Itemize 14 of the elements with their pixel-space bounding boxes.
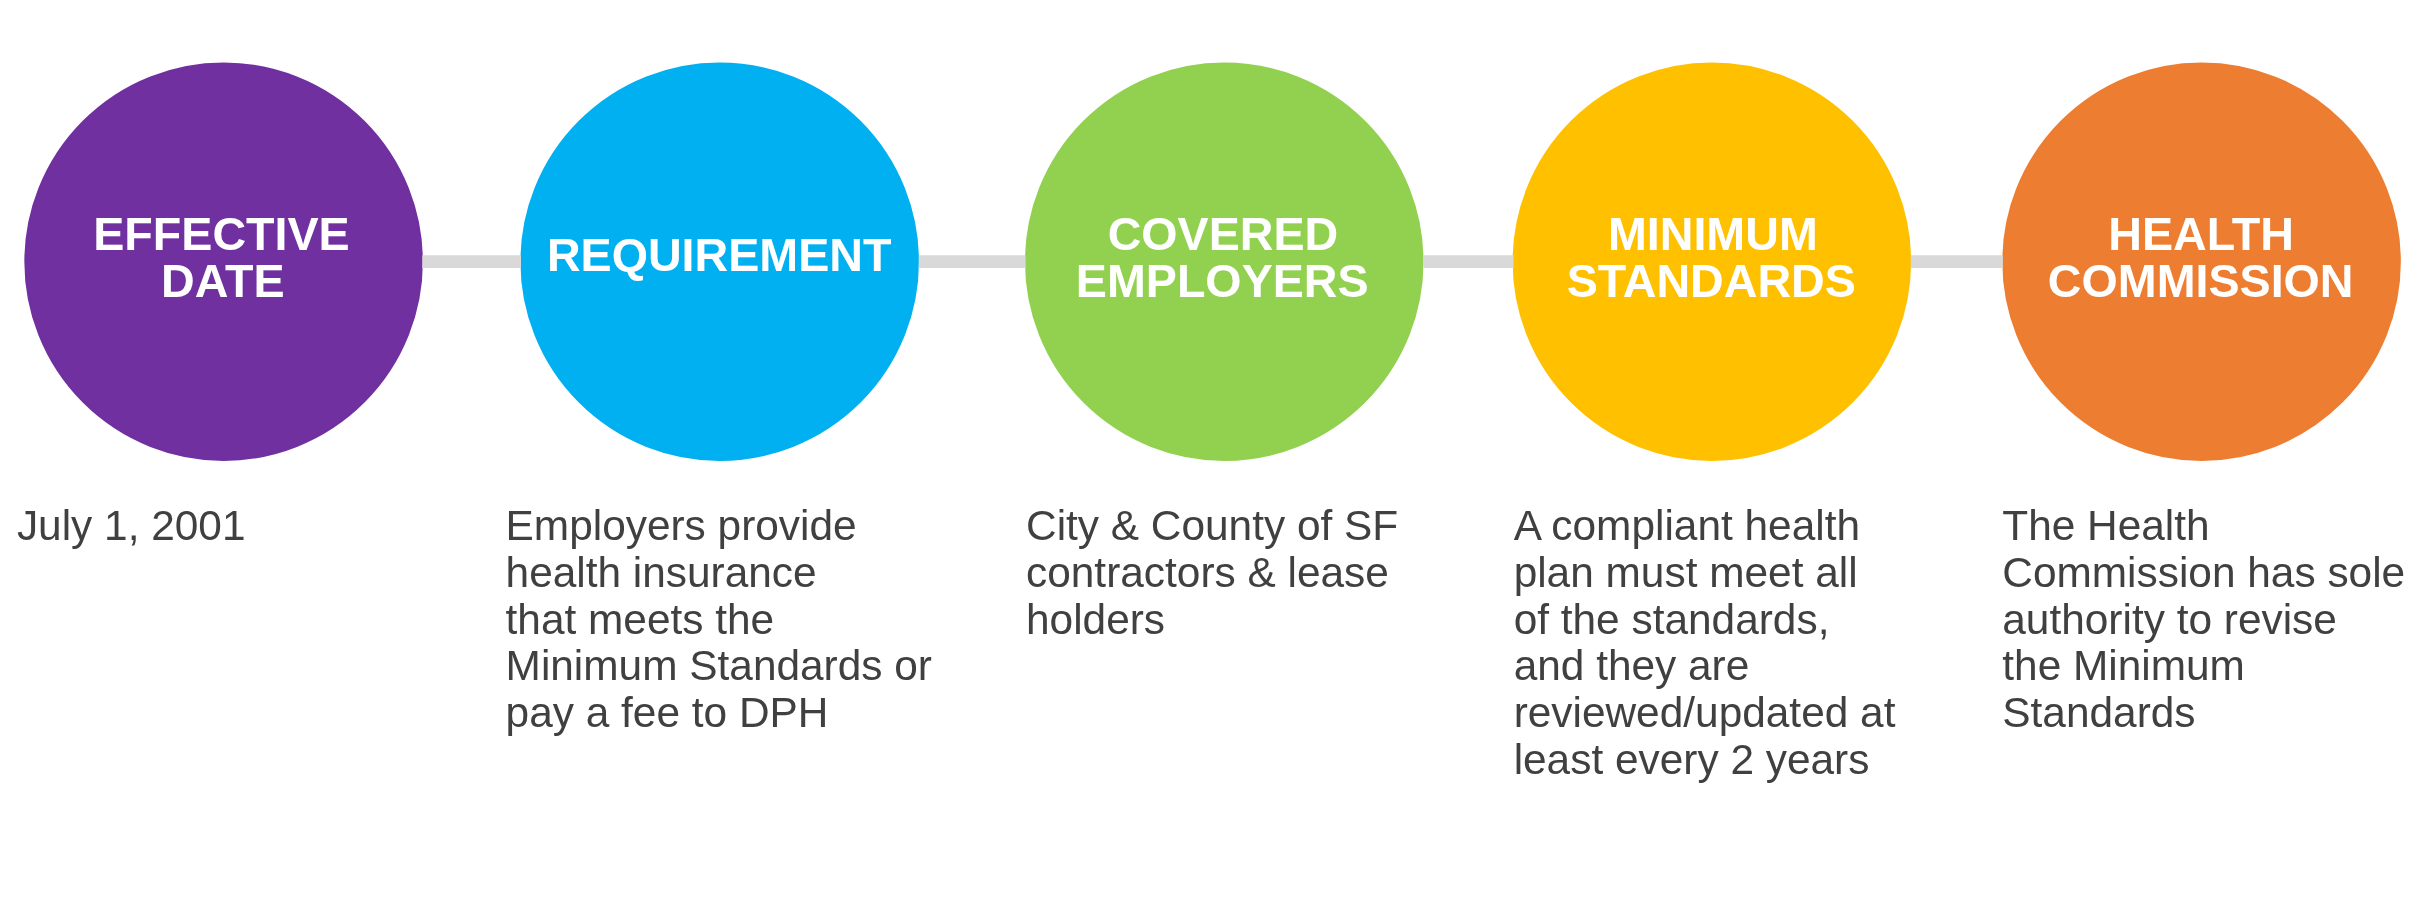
node-label: The Health Commission has sole authority to revise the Minimum Standards bbox=[2002, 501, 2406, 736]
node-label: City & County of SF contractors & lease holders bbox=[1026, 501, 1399, 643]
node-label: A compliant health plan must meet all of the standards, and they are reviewed/updated at least every 2 years bbox=[1513, 501, 1896, 783]
node-circle: HEALTH COMMISSION bbox=[2002, 61, 2401, 461]
connector bbox=[1910, 254, 2003, 268]
connector bbox=[1423, 254, 1514, 268]
connector bbox=[422, 254, 521, 268]
node-circle: EFFECTIVE DATE bbox=[24, 61, 423, 461]
node-circle: REQUIREMENT bbox=[520, 61, 919, 461]
connector bbox=[918, 254, 1026, 268]
node-label: Employers provide health insurance that meets the Minimum Standards or pay a fee to DPH bbox=[505, 501, 932, 736]
node-label: July 1, 2001 bbox=[16, 501, 246, 549]
node-circle: COVERED EMPLOYERS bbox=[1024, 61, 1424, 461]
node-circle: MINIMUM STANDARDS bbox=[1512, 61, 1912, 461]
